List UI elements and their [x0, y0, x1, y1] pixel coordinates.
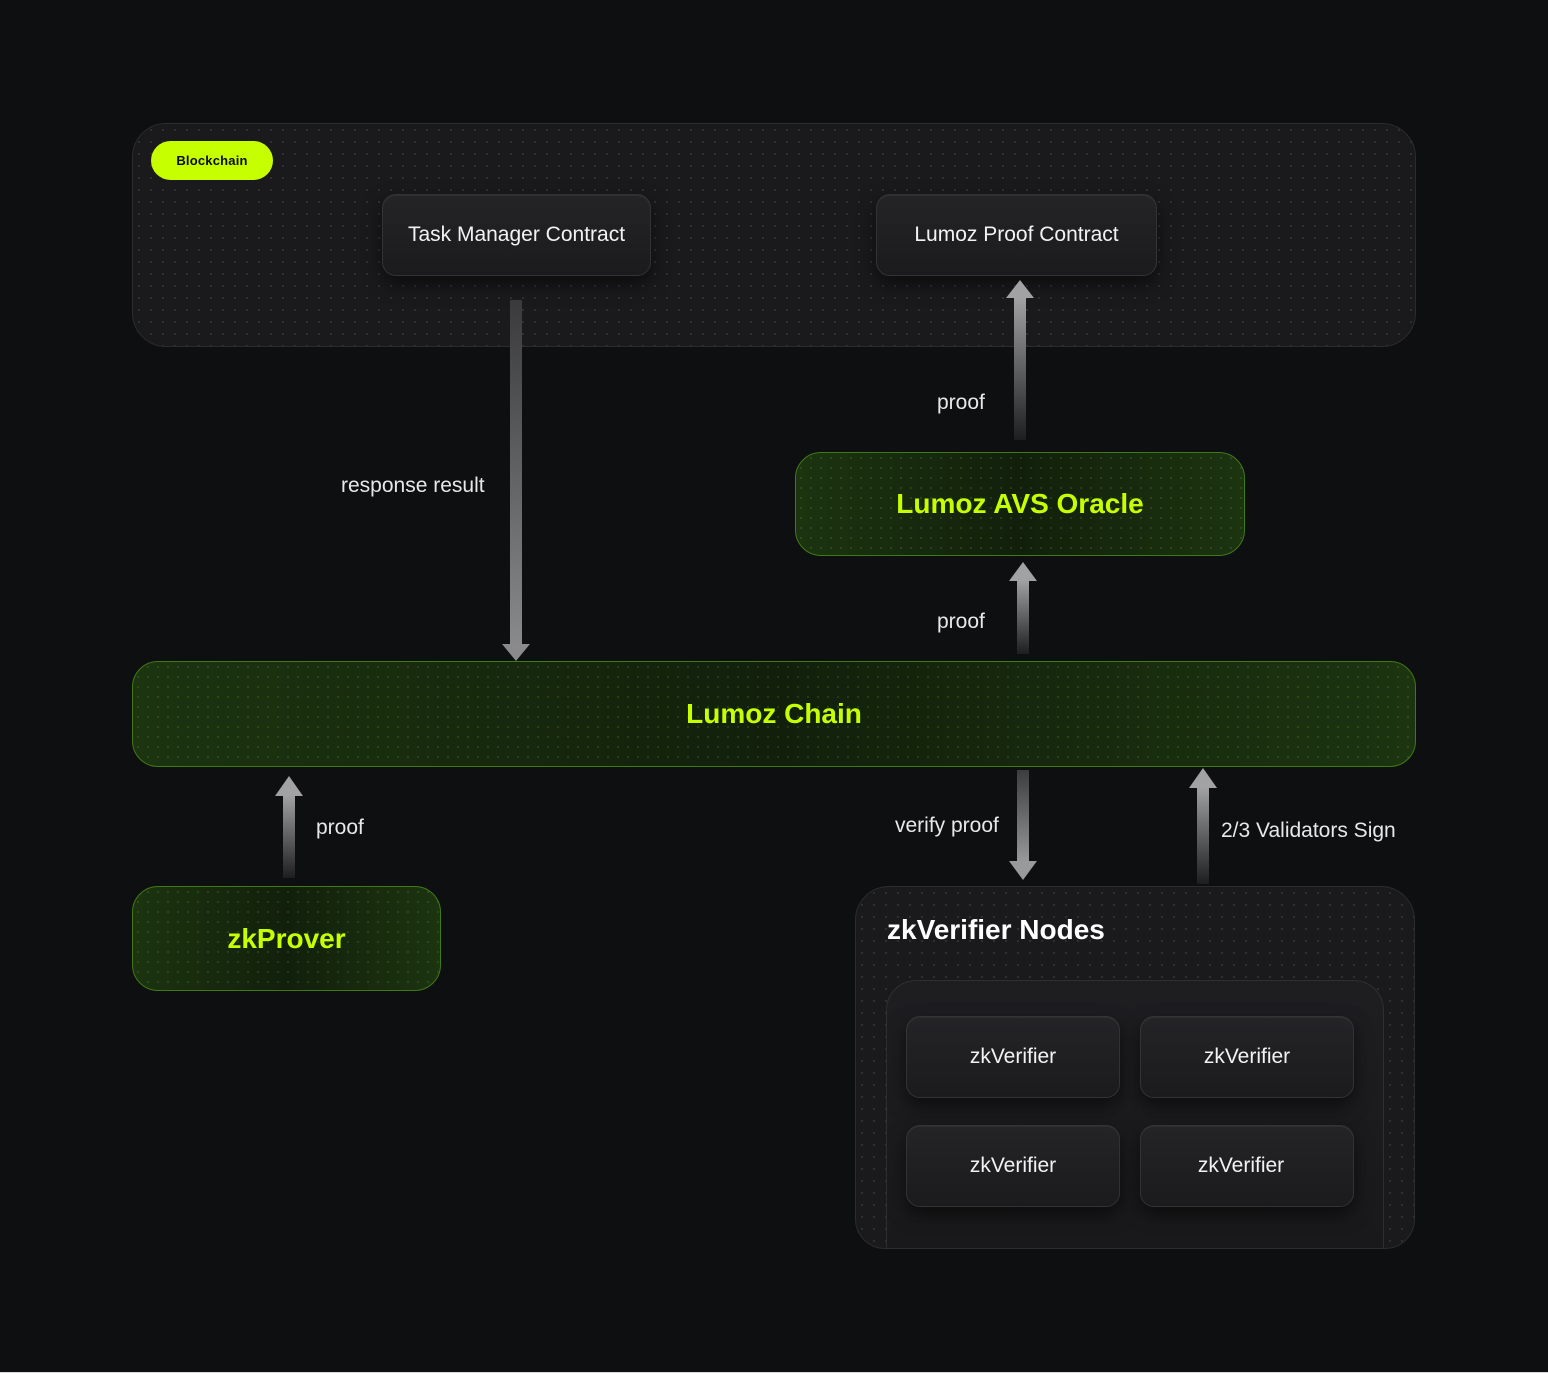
blockchain-panel: [132, 123, 1416, 347]
task-manager-contract[interactable]: Task Manager Contract: [382, 194, 651, 276]
verify-proof-label: verify proof: [895, 814, 999, 837]
zkverifier-node[interactable]: zkVerifier: [1140, 1125, 1354, 1207]
zkprover[interactable]: zkProver: [132, 886, 441, 991]
chain-to-oracle-label: proof: [937, 610, 985, 633]
validators-sign-arrow: [1189, 768, 1217, 884]
zkverifier-node[interactable]: zkVerifier: [906, 1016, 1120, 1098]
zkverifier-node[interactable]: zkVerifier: [1140, 1016, 1354, 1098]
response-result-arrow: [502, 300, 530, 661]
lumoz-chain[interactable]: Lumoz Chain: [132, 661, 1416, 767]
prover-to-chain-arrow: [275, 776, 303, 878]
response-result-label: response result: [341, 474, 485, 497]
zkverifier-nodes-title: zkVerifier Nodes: [887, 914, 1105, 945]
verify-proof-arrow: [1009, 770, 1037, 880]
oracle-to-contract-label: proof: [937, 391, 985, 414]
lumoz-proof-contract[interactable]: Lumoz Proof Contract: [876, 194, 1157, 276]
lumoz-avs-oracle[interactable]: Lumoz AVS Oracle: [795, 452, 1245, 556]
prover-to-chain-label: proof: [316, 816, 364, 839]
chain-to-oracle-arrow: [1009, 562, 1037, 654]
validators-sign-label: 2/3 Validators Sign: [1221, 819, 1396, 842]
zkverifier-node[interactable]: zkVerifier: [906, 1125, 1120, 1207]
blockchain-badge: Blockchain: [151, 141, 273, 180]
